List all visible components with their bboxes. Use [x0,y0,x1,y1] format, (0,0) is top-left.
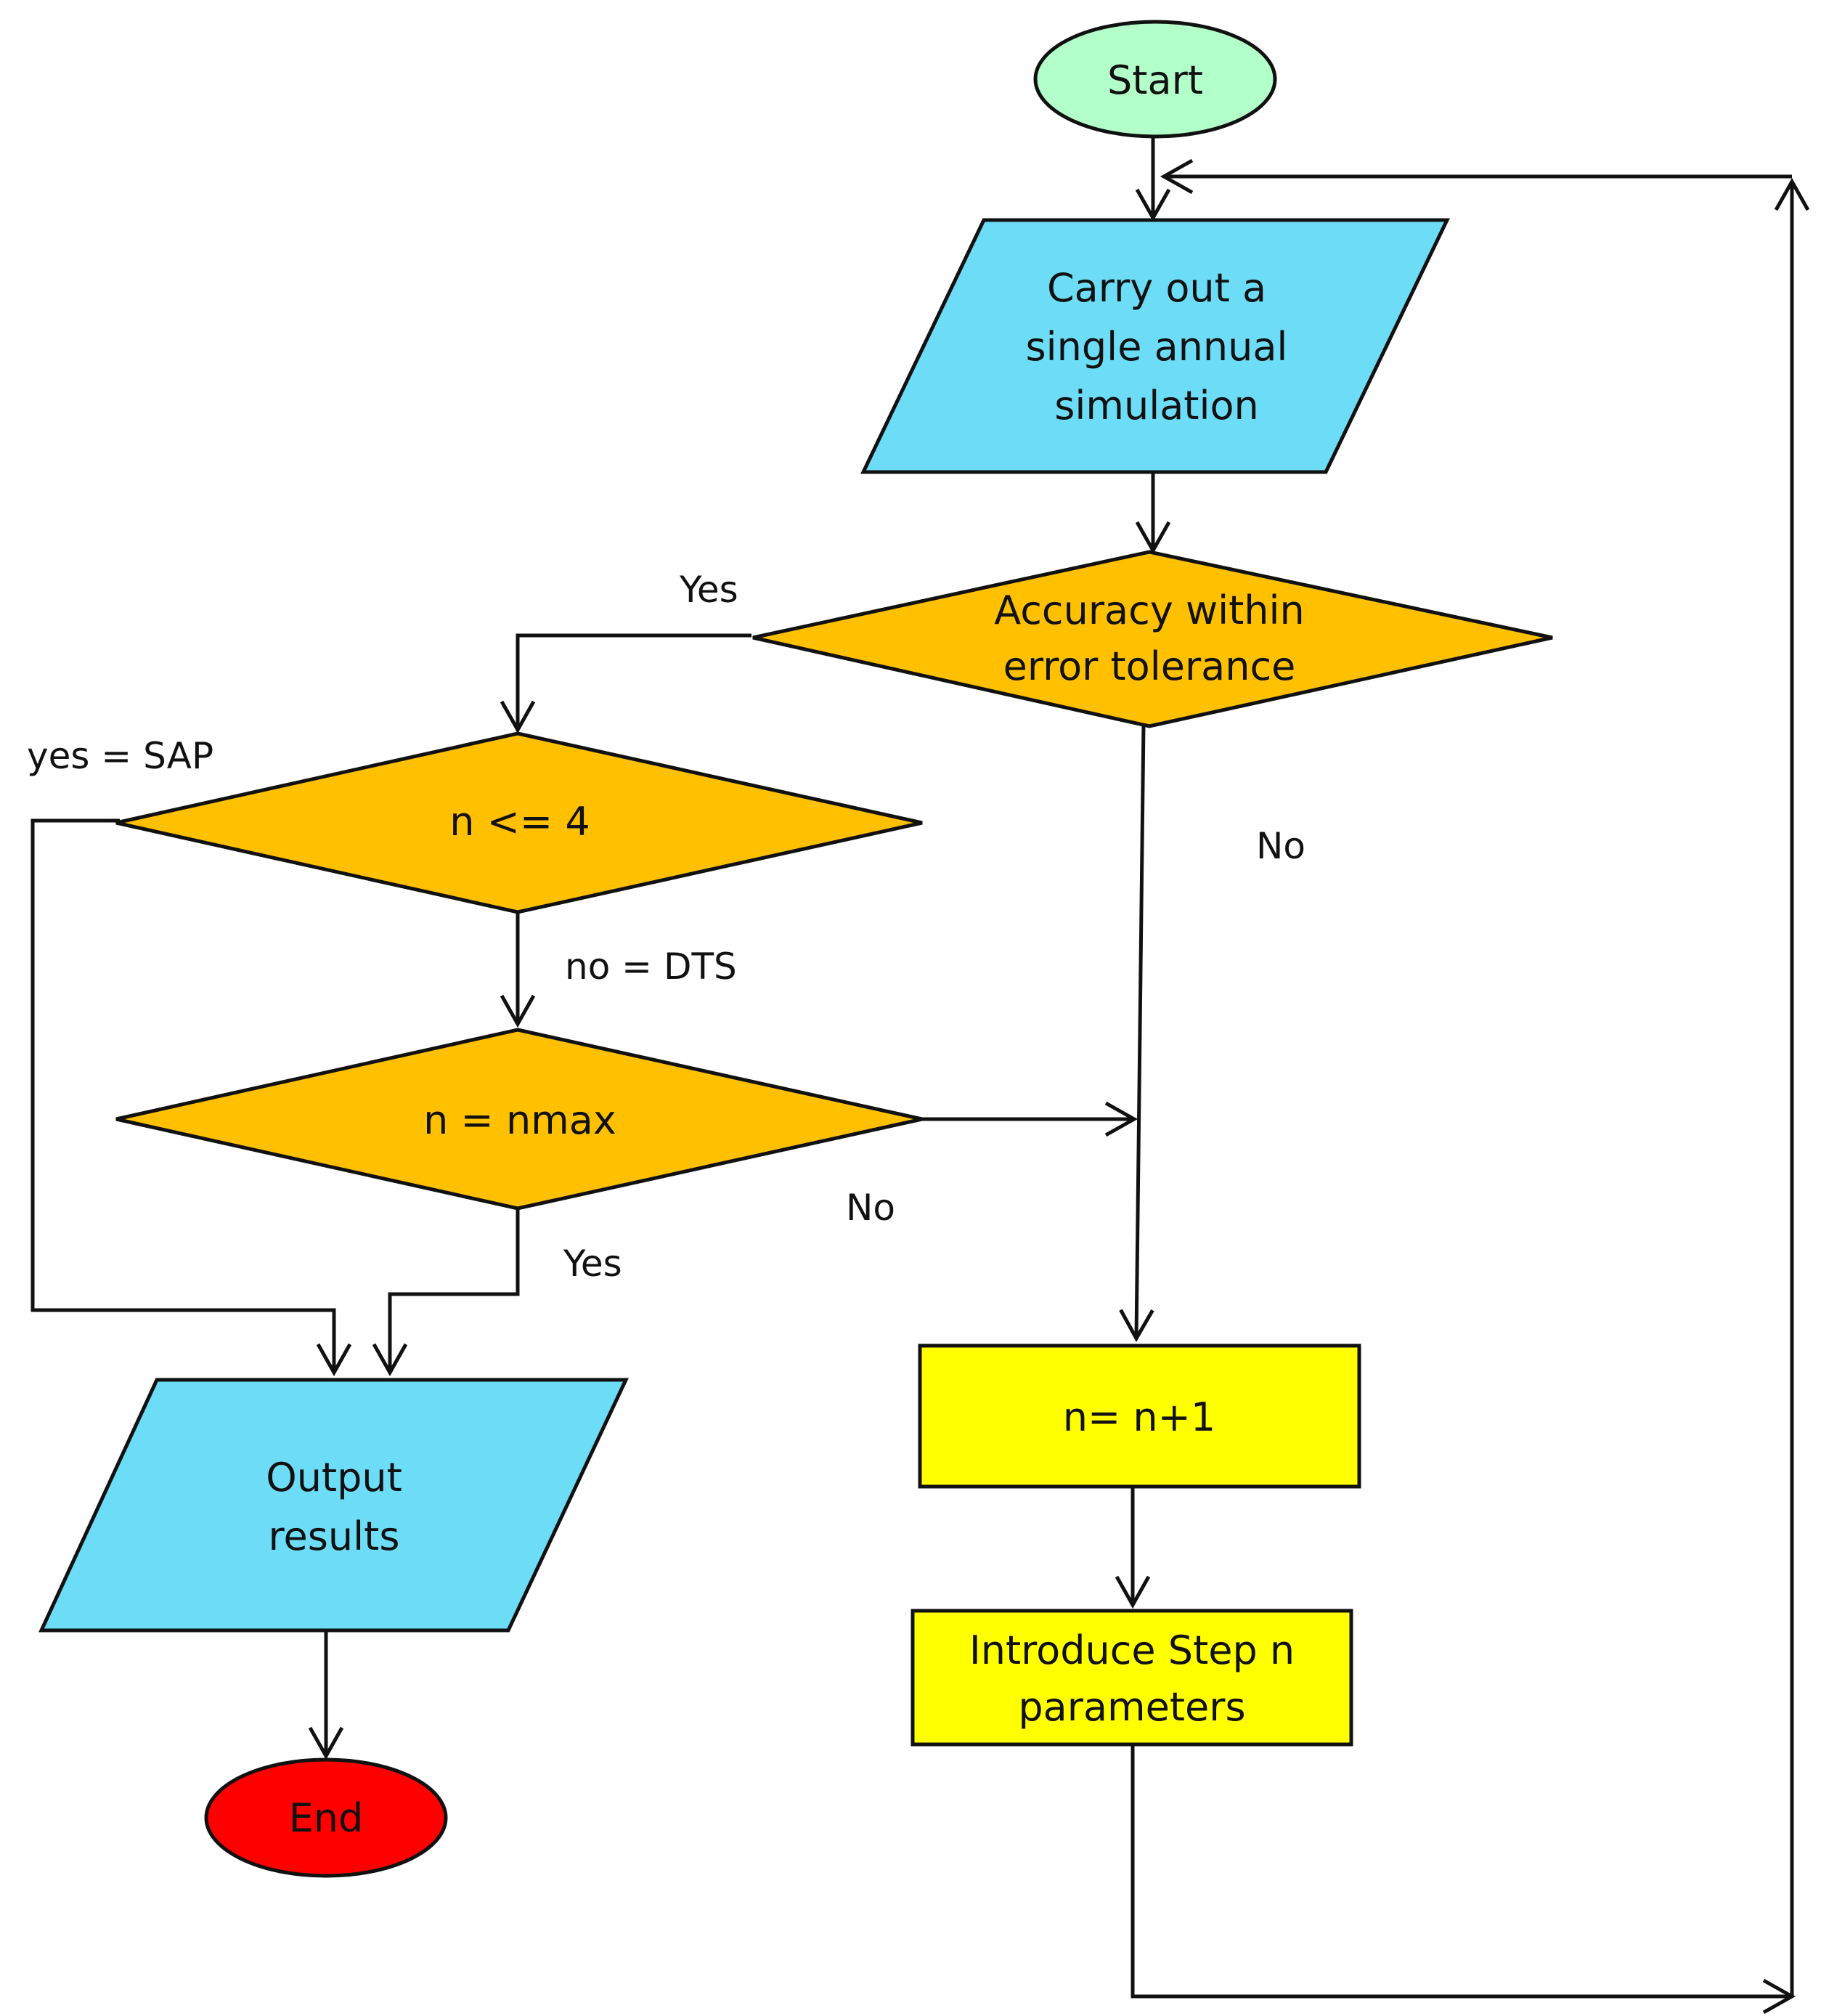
start-ellipse [1033,20,1277,139]
output-label-line-2: results [269,1513,400,1559]
increment-rectangle [918,1344,1361,1489]
accuracy-decision: Accuracy within error tolerance [752,550,1553,728]
simulate-parallelogram [860,218,1450,474]
n-le-4-diamond [115,731,923,914]
edges [30,137,1810,2015]
output-parallelogram [38,1378,629,1633]
increment-process: n= n+1 [918,1344,1361,1489]
end-label: End [289,1795,364,1841]
n-eq-nmax-decision: n = nmax [115,1028,923,1211]
start-label: Start [1107,57,1203,103]
output-io: Output results [38,1378,629,1633]
accuracy-diamond [752,550,1553,728]
introduce-process: Introduce Step n parameters [910,1609,1353,1747]
label-nmax-no: No [846,1187,895,1229]
output-label-line-1: Output [266,1455,402,1500]
n-le-4-decision: n <= 4 [115,731,923,914]
introduce-label-line-2: parameters [1018,1684,1245,1730]
edge-introduce-loop-bottom [1131,1743,1796,2015]
simulate-label-line-2: single annual [1026,324,1288,370]
simulate-label-line-1: Carry out a [1047,265,1266,311]
edge-accuracy-no-to-increment [1119,722,1154,1343]
introduce-rectangle [910,1609,1353,1747]
increment-label: n= n+1 [1063,1394,1215,1440]
label-accuracy-yes: Yes [679,569,738,611]
edge-nmax-yes-to-output [372,1208,520,1377]
label-nmax-yes: Yes [563,1243,622,1285]
label-accuracy-no: No [1256,825,1305,867]
start-terminal: Start [1033,20,1277,139]
end-terminal: End [204,1757,448,1878]
accuracy-label-line-1: Accuracy within [994,588,1305,633]
simulate-label-line-3: simulation [1054,383,1259,428]
edge-accuracy-yes-to-n-le-4 [500,633,751,734]
n-le-4-label: n <= 4 [449,799,590,845]
edge-n-le-4-yes-to-output [30,818,352,1377]
accuracy-label-line-2: error tolerance [1003,643,1296,689]
edge-labels: Yes No yes = SAP no = DTS No Yes [27,569,1305,1285]
label-n-le-4-yes: yes = SAP [27,735,213,777]
end-ellipse [204,1757,448,1878]
n-eq-nmax-diamond [115,1028,923,1211]
n-eq-nmax-label: n = nmax [423,1097,616,1143]
simulate-io: Carry out a single annual simulation [860,218,1450,474]
label-n-le-4-no: no = DTS [565,946,737,988]
introduce-label-line-1: Introduce Step n [969,1627,1295,1673]
